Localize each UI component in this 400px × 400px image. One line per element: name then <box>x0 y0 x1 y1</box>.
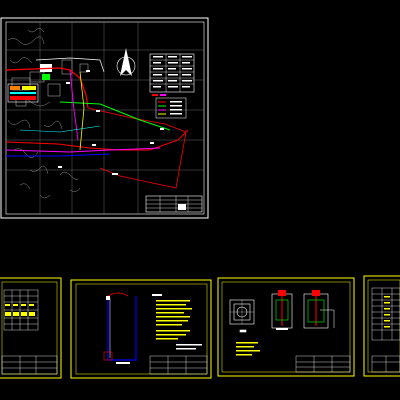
sheet-outer-frame <box>0 17 209 219</box>
sheet-3[interactable] <box>217 277 355 377</box>
sheet-frame <box>0 277 62 379</box>
sheet-frame <box>363 275 400 377</box>
route-yellow <box>79 71 85 151</box>
route-magenta <box>5 147 161 153</box>
route-blue <box>6 153 111 157</box>
north-arrow-icon <box>116 48 136 76</box>
route-red-main <box>5 67 89 109</box>
symbol-legend <box>152 94 187 119</box>
sheet-frame <box>217 277 355 377</box>
route-red-boundary <box>87 107 187 189</box>
sheet-inner-frame <box>5 21 205 215</box>
route-white <box>35 57 105 73</box>
section-detail-2 <box>303 290 335 329</box>
site-plan-sheet[interactable] <box>0 17 209 219</box>
table-fill <box>384 296 390 328</box>
existing-terrain <box>7 28 81 199</box>
route-markers <box>58 70 164 175</box>
section-detail-1 <box>271 290 293 330</box>
sheet-inner-frame <box>75 283 208 375</box>
detail-notes <box>236 342 260 356</box>
sheet-title-block <box>371 355 400 373</box>
sheet-title-block <box>1 355 58 375</box>
schedule-table <box>3 289 39 331</box>
sheet-title-block <box>149 355 208 375</box>
schedule-fill <box>5 304 35 316</box>
route-magenta-2 <box>69 69 79 141</box>
title-block <box>145 195 203 213</box>
sheet-title-block <box>295 355 351 373</box>
sheet-2[interactable] <box>70 279 212 379</box>
plan-detail <box>229 299 255 333</box>
route-cyan <box>19 125 101 133</box>
sheet-frame <box>70 279 212 379</box>
sheet-4[interactable] <box>363 275 400 377</box>
profile-drawing <box>103 292 137 364</box>
route-green <box>59 101 171 131</box>
notes-text-block <box>152 294 202 350</box>
data-table <box>371 287 400 341</box>
sheet-inner-frame <box>221 281 351 373</box>
legend-table <box>149 53 195 93</box>
sheet-1[interactable] <box>0 277 62 379</box>
pipe-routes <box>5 57 189 189</box>
